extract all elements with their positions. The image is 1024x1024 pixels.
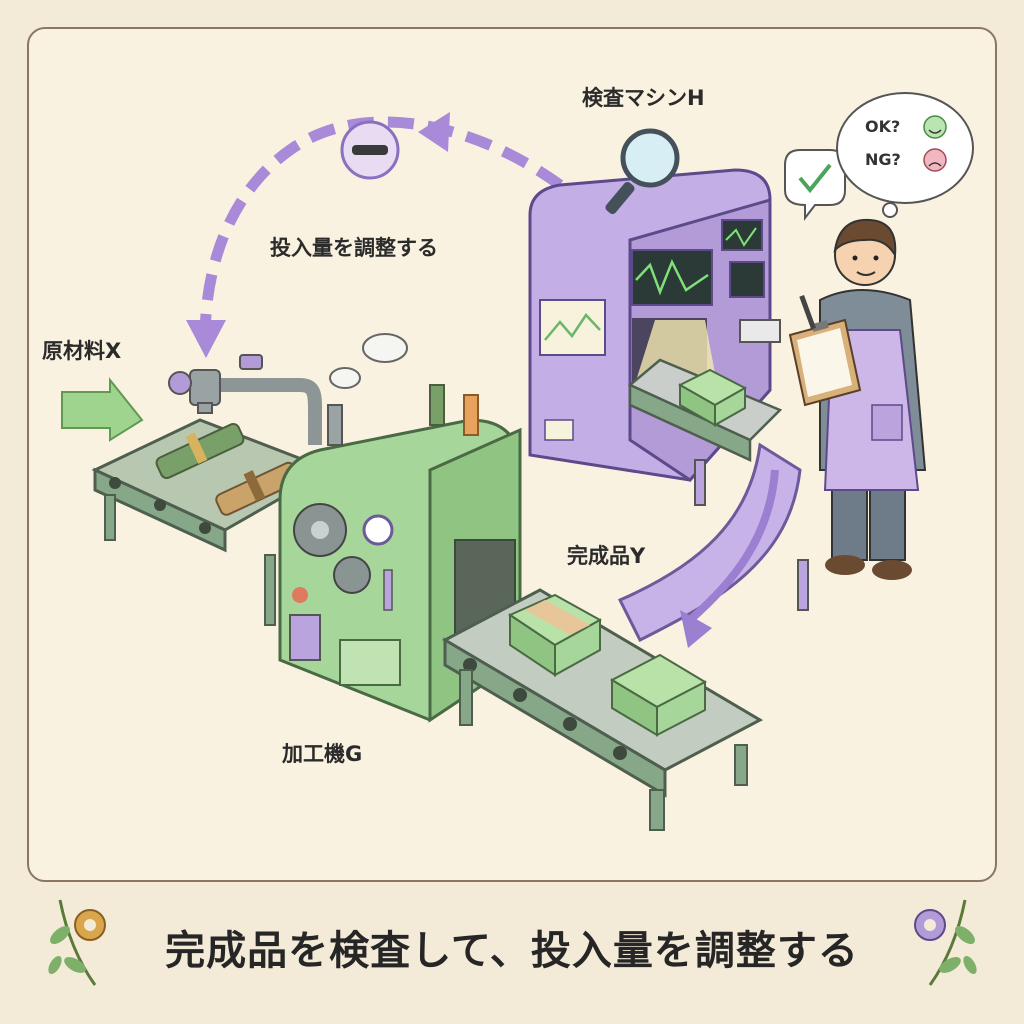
finished-product-label: 完成品Y <box>567 544 646 568</box>
right-gear-icon <box>914 909 946 941</box>
ng-text: NG? <box>865 150 901 169</box>
left-leaf-branch <box>48 899 97 986</box>
raw-material-bundle-1 <box>155 422 245 480</box>
finished-product-box-2 <box>609 653 708 737</box>
left-gear-icon <box>74 909 106 941</box>
worker <box>788 218 927 580</box>
feedback-arrow <box>199 116 564 341</box>
finished-product-box-1 <box>507 593 603 677</box>
feedback-arrowhead-down <box>186 320 226 358</box>
return-conveyor <box>617 442 809 648</box>
smiley-icon <box>923 115 947 139</box>
feedback-arrowhead-top <box>418 112 450 152</box>
inspection-machine-label: 検査マシンH <box>582 86 705 110</box>
right-leaf-branch <box>928 899 977 986</box>
input-arrow <box>61 377 144 442</box>
check-bubble <box>784 149 846 221</box>
processing-machine-label: 加工機G <box>282 742 363 766</box>
thought-bubble <box>836 92 974 233</box>
minus-icon <box>340 120 400 180</box>
ok-text: OK? <box>865 117 901 136</box>
steam-cloud <box>329 333 408 389</box>
raw-material-label: 原材料X <box>42 339 122 363</box>
frown-icon <box>923 148 947 172</box>
output-conveyor <box>441 588 764 831</box>
magnifier-icon <box>605 128 680 215</box>
adjust-input-label: 投入量を調整する <box>270 236 438 260</box>
inspected-box <box>677 368 748 427</box>
clipboard <box>788 318 862 407</box>
caption-title: 完成品を検査して、投入量を調整する <box>165 928 859 974</box>
valve <box>168 354 322 445</box>
